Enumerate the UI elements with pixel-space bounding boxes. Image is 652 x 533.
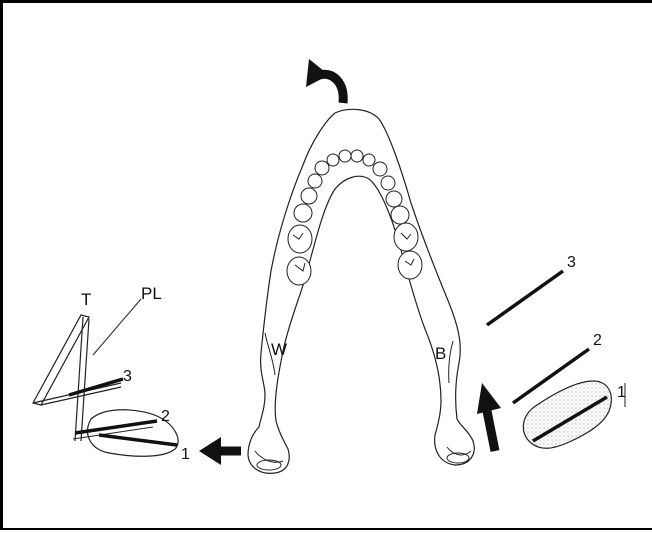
label-W: W bbox=[271, 340, 287, 359]
right-bar-3 bbox=[487, 271, 563, 325]
label-left-2: 2 bbox=[161, 408, 170, 425]
left-plate-diagram bbox=[33, 299, 178, 456]
label-left-1: 1 bbox=[181, 446, 190, 463]
label-B: B bbox=[435, 344, 446, 363]
label-T: T bbox=[81, 290, 91, 309]
arrow-up-icon bbox=[477, 383, 501, 451]
mandible-diagram: T PL 3 2 1 W B 3 2 1 bbox=[3, 3, 652, 533]
curved-arrow-icon bbox=[306, 59, 343, 103]
label-left-3: 3 bbox=[123, 368, 132, 385]
label-right-2: 2 bbox=[593, 332, 602, 349]
mandible bbox=[248, 109, 474, 473]
right-plate-diagram bbox=[487, 271, 611, 448]
teeth bbox=[287, 150, 422, 285]
arrow-left-icon bbox=[199, 437, 241, 465]
label-right-3: 3 bbox=[567, 254, 576, 271]
label-PL: PL bbox=[141, 284, 162, 303]
